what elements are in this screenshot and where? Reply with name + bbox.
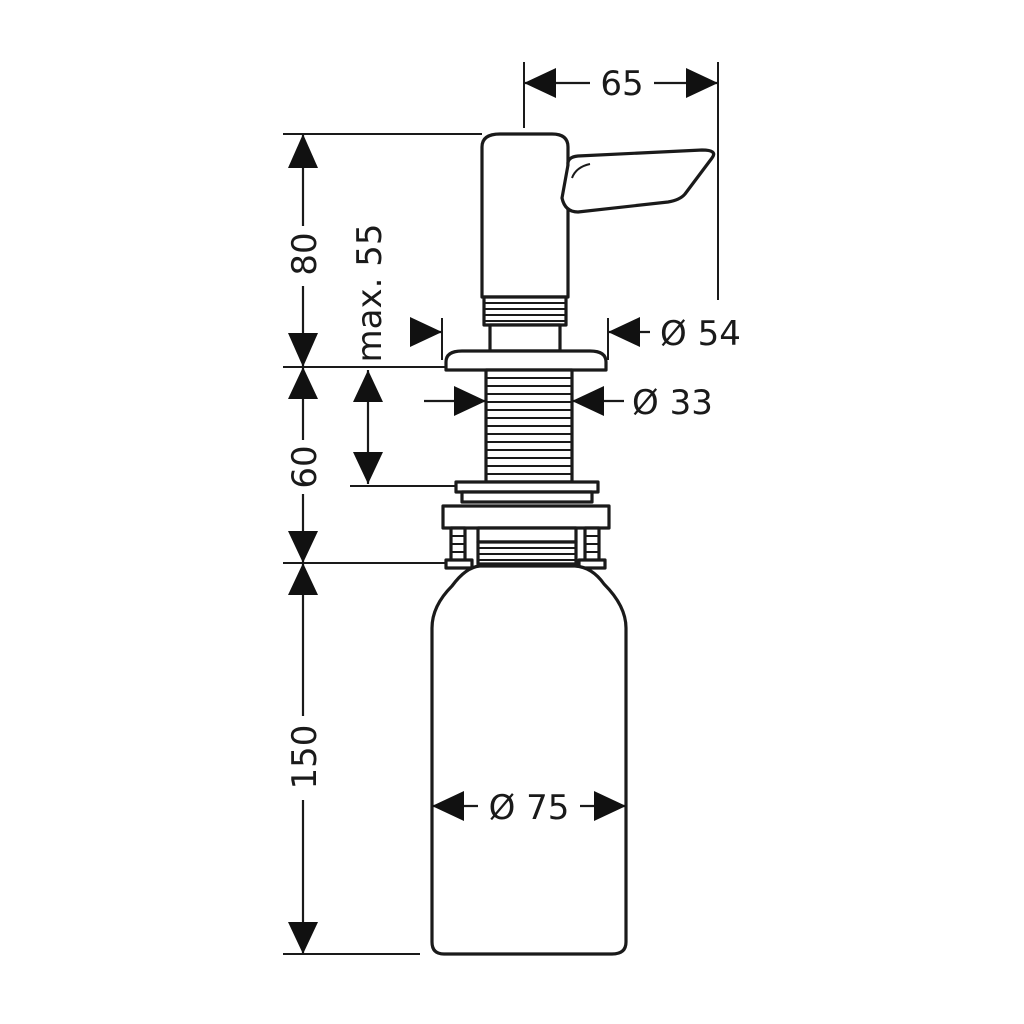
dimension-flange-diameter: Ø 54 [410, 314, 741, 354]
dimension-head-height: 80 [285, 134, 325, 367]
dim-label-shank-diameter: Ø 33 [632, 383, 713, 423]
collar [488, 323, 562, 353]
threaded-shank [484, 368, 574, 484]
dim-label-spout-reach: 65 [600, 64, 643, 104]
arrowhead-icon [410, 317, 442, 347]
dim-label-head-height: 80 [285, 232, 325, 275]
arrowhead-icon [432, 791, 464, 821]
dim-label-bottle-height: 150 [285, 725, 325, 790]
arrowhead-icon [524, 68, 556, 98]
dim-label-max-counter: max. 55 [350, 224, 390, 363]
dim-label-bottle-diameter: Ø 75 [489, 788, 570, 828]
arrowhead-icon [608, 317, 640, 347]
arrowhead-icon [353, 370, 383, 402]
arrowhead-icon [288, 531, 318, 563]
dim-label-shank-length: 60 [285, 445, 325, 488]
dimension-max-counter: max. 55 [350, 224, 390, 484]
arrowhead-icon [288, 563, 318, 595]
dimension-shank-diameter: Ø 33 [424, 383, 713, 423]
flange [444, 349, 608, 372]
arrowhead-icon [572, 386, 604, 416]
head-thread [482, 295, 568, 327]
dimension-spout-reach: 65 [524, 64, 718, 104]
arrowhead-icon [288, 134, 318, 168]
arrowhead-icon [353, 452, 383, 484]
dimension-bottle-height: 150 [285, 563, 325, 954]
arrowhead-icon [288, 333, 318, 367]
dim-label-flange-diameter: Ø 54 [660, 314, 741, 354]
arrowhead-icon [454, 386, 486, 416]
dimension-shank-length: 60 [285, 367, 325, 563]
dimension-bottle-diameter: Ø 75 [432, 788, 626, 828]
bottle-neck [476, 540, 578, 566]
dispenser-head [480, 132, 716, 299]
bottle [430, 564, 628, 956]
arrowhead-icon [594, 791, 626, 821]
extension-lines [283, 62, 719, 955]
arrowhead-icon [686, 68, 718, 98]
arrowhead-icon [288, 922, 318, 954]
mounting-clamp [441, 480, 611, 570]
arrowhead-icon [288, 367, 318, 399]
